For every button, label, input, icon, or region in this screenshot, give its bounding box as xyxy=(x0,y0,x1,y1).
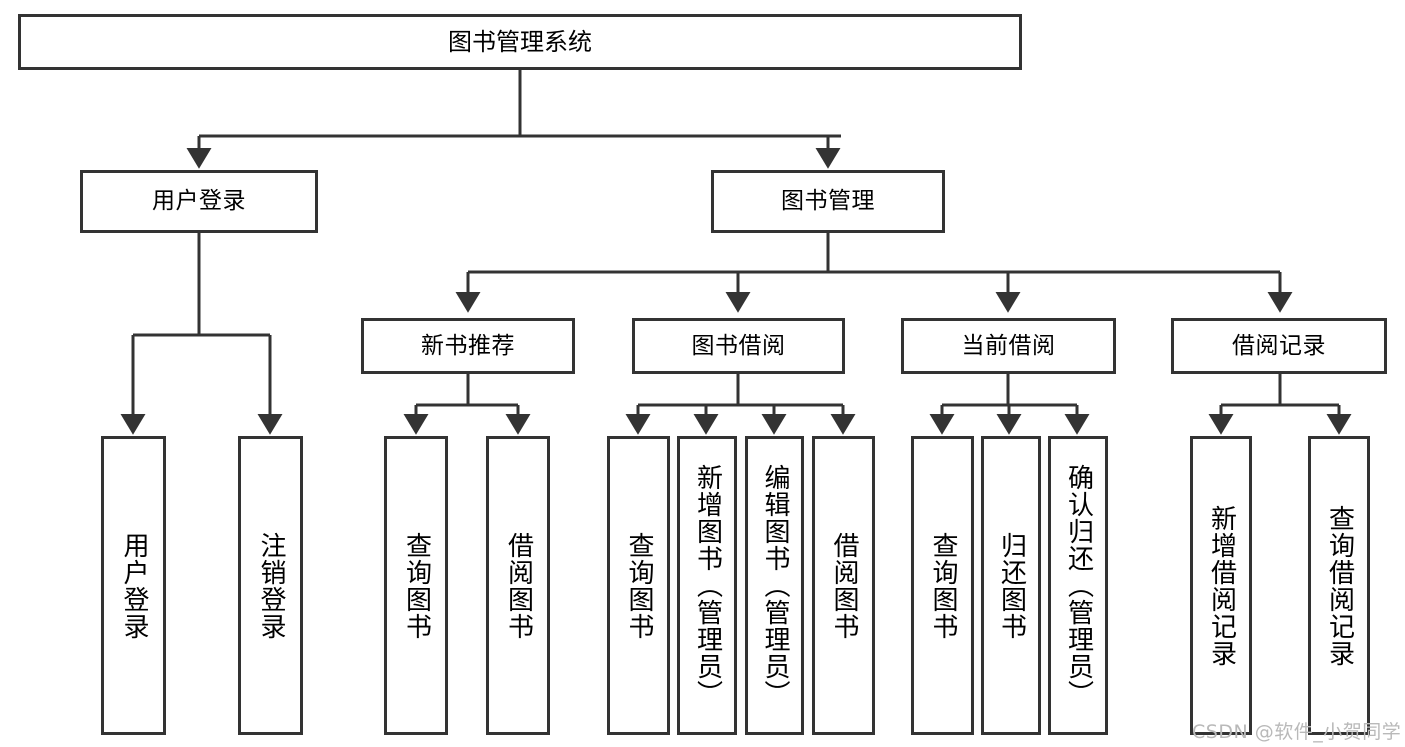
node-user-login-label: 用户登录 xyxy=(152,188,246,214)
leaf-current-borrow-query-label: 查询图书 xyxy=(928,531,959,640)
leaf-book-borrow-edit-label: 编辑图书（管理员） xyxy=(760,464,791,707)
node-borrow-records-label: 借阅记录 xyxy=(1232,332,1326,359)
leaf-new-book-borrow-label: 借阅图书 xyxy=(503,531,534,640)
node-current-borrow-label: 当前借阅 xyxy=(961,332,1056,359)
leaf-current-borrow-confirm-label: 确认归还（管理员） xyxy=(1063,464,1094,707)
leaf-book-borrow-query[interactable]: 查询图书 xyxy=(607,436,670,735)
leaf-new-book-borrow[interactable]: 借阅图书 xyxy=(486,436,550,735)
node-root-system[interactable]: 图书管理系统 xyxy=(18,14,1022,70)
node-new-book-recommend[interactable]: 新书推荐 xyxy=(361,318,575,374)
leaf-borrow-record-query-label: 查询借阅记录 xyxy=(1324,504,1355,667)
leaf-user-login-login-label: 用户登录 xyxy=(119,531,150,640)
leaf-current-borrow-return[interactable]: 归还图书 xyxy=(981,436,1041,735)
node-book-borrow-label: 图书借阅 xyxy=(691,332,786,359)
leaf-user-login-logout-label: 注销登录 xyxy=(256,531,287,640)
leaf-new-book-query-label: 查询图书 xyxy=(401,531,432,640)
leaf-user-login-logout[interactable]: 注销登录 xyxy=(238,436,303,735)
leaf-current-borrow-confirm[interactable]: 确认归还（管理员） xyxy=(1048,436,1108,735)
leaf-user-login-login[interactable]: 用户登录 xyxy=(101,436,166,735)
leaf-book-borrow-borrow-label: 借阅图书 xyxy=(829,531,860,640)
leaf-borrow-record-add-label: 新增借阅记录 xyxy=(1206,504,1237,667)
leaf-borrow-record-add[interactable]: 新增借阅记录 xyxy=(1190,436,1252,735)
node-new-book-recommend-label: 新书推荐 xyxy=(421,332,515,359)
leaf-book-borrow-query-label: 查询图书 xyxy=(624,531,655,640)
node-root-system-label: 图书管理系统 xyxy=(448,28,592,56)
node-borrow-records[interactable]: 借阅记录 xyxy=(1171,318,1387,374)
leaf-book-borrow-borrow[interactable]: 借阅图书 xyxy=(812,436,875,735)
node-current-borrow[interactable]: 当前借阅 xyxy=(901,318,1116,374)
node-book-management[interactable]: 图书管理 xyxy=(711,170,945,233)
leaf-new-book-query[interactable]: 查询图书 xyxy=(384,436,448,735)
node-book-management-label: 图书管理 xyxy=(781,188,875,214)
leaf-current-borrow-query[interactable]: 查询图书 xyxy=(911,436,974,735)
leaf-book-borrow-edit[interactable]: 编辑图书（管理员） xyxy=(745,436,804,735)
leaf-book-borrow-add-label: 新增图书（管理员） xyxy=(692,464,723,707)
node-book-borrow[interactable]: 图书借阅 xyxy=(632,318,845,374)
leaf-borrow-record-query[interactable]: 查询借阅记录 xyxy=(1308,436,1370,735)
leaf-book-borrow-add[interactable]: 新增图书（管理员） xyxy=(677,436,737,735)
leaf-current-borrow-return-label: 归还图书 xyxy=(996,531,1027,640)
csdn-watermark: CSDN @软件_小贺同学 xyxy=(1192,721,1402,743)
node-user-login[interactable]: 用户登录 xyxy=(80,170,318,233)
